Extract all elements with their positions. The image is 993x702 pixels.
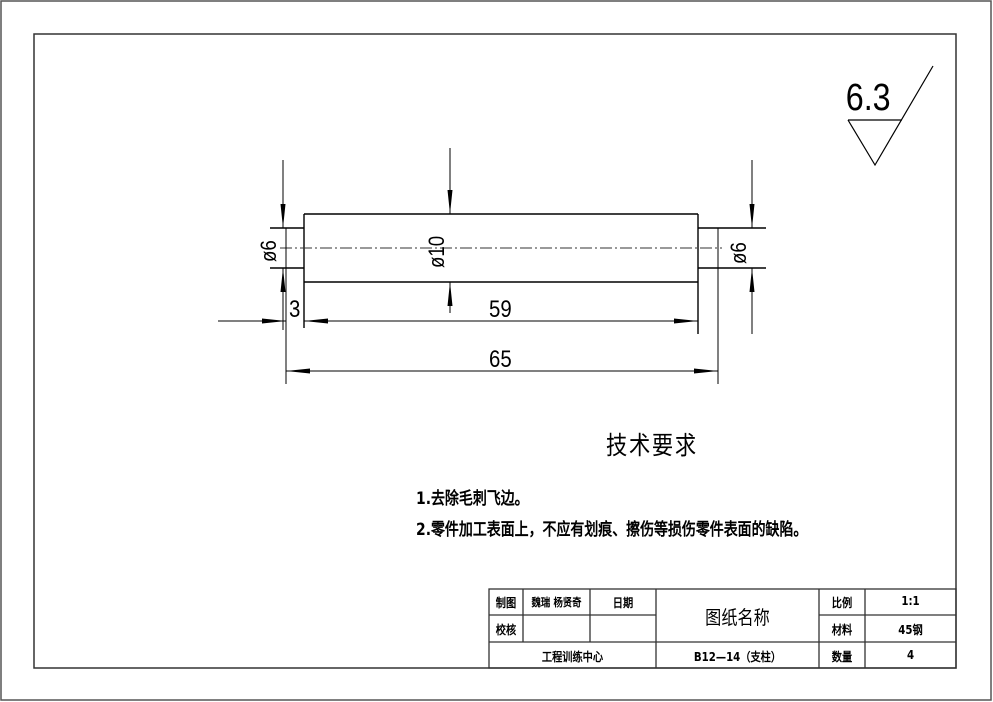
material-label: 材料 (831, 623, 853, 637)
part-outline (270, 213, 766, 334)
technical-requirements-title: 技术要求 (606, 431, 698, 460)
scale-value: 1:1 (901, 594, 920, 608)
surface-roughness-symbol: 6.3 (846, 65, 934, 167)
dimension-left-diameter: ø6 (258, 160, 286, 330)
drawn-by-label: 制图 (495, 596, 517, 610)
dimension-lengths: 3 59 (218, 295, 698, 324)
overall-length-text: 65 (489, 345, 512, 372)
stub-length-text: 3 (289, 295, 300, 322)
requirement-item: 2.零件加工表面上，不应有划痕、擦伤等损伤零件表面的缺陷。 (416, 520, 808, 540)
quantity-label: 数量 (831, 650, 853, 664)
dimension-body-diameter: ø10 (426, 148, 453, 313)
date-label: 日期 (612, 596, 634, 610)
dimension-overall: 65 (286, 345, 718, 374)
dimension-right-diameter: ø6 (728, 160, 755, 334)
body-diameter-text: ø10 (426, 236, 450, 268)
drawing-name: 图纸名称 (705, 607, 770, 629)
title-block-grid (488, 588, 957, 669)
drawing-number: B12—14（支柱） (693, 650, 782, 664)
body-length-text: 59 (489, 295, 512, 322)
right-diameter-text: ø6 (728, 242, 752, 264)
roughness-value: 6.3 (846, 77, 891, 119)
organization: 工程训练中心 (541, 650, 604, 664)
left-diameter-text: ø6 (258, 240, 282, 262)
requirement-item: 1.去除毛刺飞边。 (416, 489, 529, 509)
extension-lines (285, 213, 719, 384)
checked-label: 校核 (495, 623, 517, 637)
material-value: 45钢 (898, 623, 923, 637)
quantity-value: 4 (906, 648, 915, 662)
scale-label: 比例 (831, 596, 853, 610)
drawn-by-value: 魏瑞 杨贤奇 (531, 596, 582, 609)
